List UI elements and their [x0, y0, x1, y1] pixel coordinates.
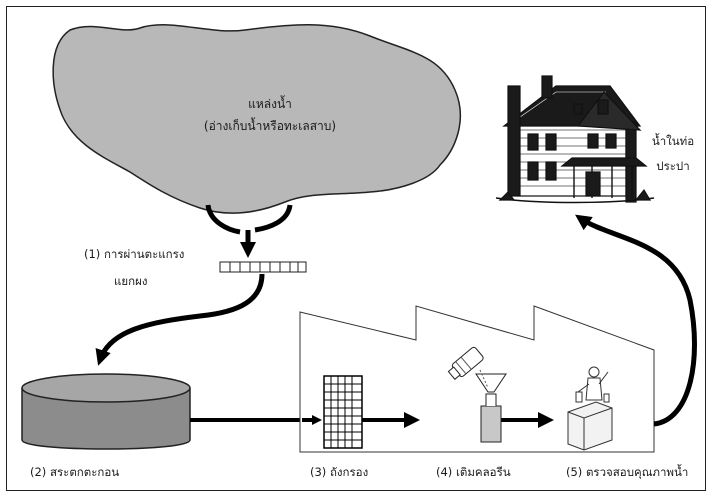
screen-grate	[219, 261, 307, 273]
step-2-label: (2) สระตกตะกอน	[30, 465, 120, 479]
step-1-label-line2: แยกผง	[114, 274, 148, 288]
water-source-cloud	[52, 24, 462, 214]
destination-label-line2: ประปา	[656, 159, 690, 173]
treatment-building	[299, 305, 655, 453]
source-subtitle: (อ่างเก็บน้ำหรือทะเลสาบ)	[203, 119, 337, 133]
source-title: แหล่งน้ำ	[248, 97, 292, 111]
arrow-to-house	[575, 214, 697, 427]
source-outflow-left	[205, 204, 241, 235]
quality-check-station	[567, 366, 613, 451]
source-outflow-right	[254, 204, 293, 233]
step-3-label: (3) ถังกรอง	[310, 465, 369, 479]
destination-label-line1: น้ำในท่อ	[651, 134, 695, 148]
settling-tank	[21, 373, 191, 450]
arrow-to-settling-tank	[95, 273, 265, 366]
step-5-label: (5) ตรวจสอบคุณภาพน้ำ	[566, 465, 689, 479]
step-4-label: (4) เติมคลอรีน	[436, 465, 511, 479]
house-illustration	[495, 75, 655, 204]
step-1-label-line1: (1) การผ่านตะแกรง	[84, 247, 185, 261]
chlorine-dispenser	[447, 346, 507, 443]
filter-tank	[323, 375, 363, 449]
